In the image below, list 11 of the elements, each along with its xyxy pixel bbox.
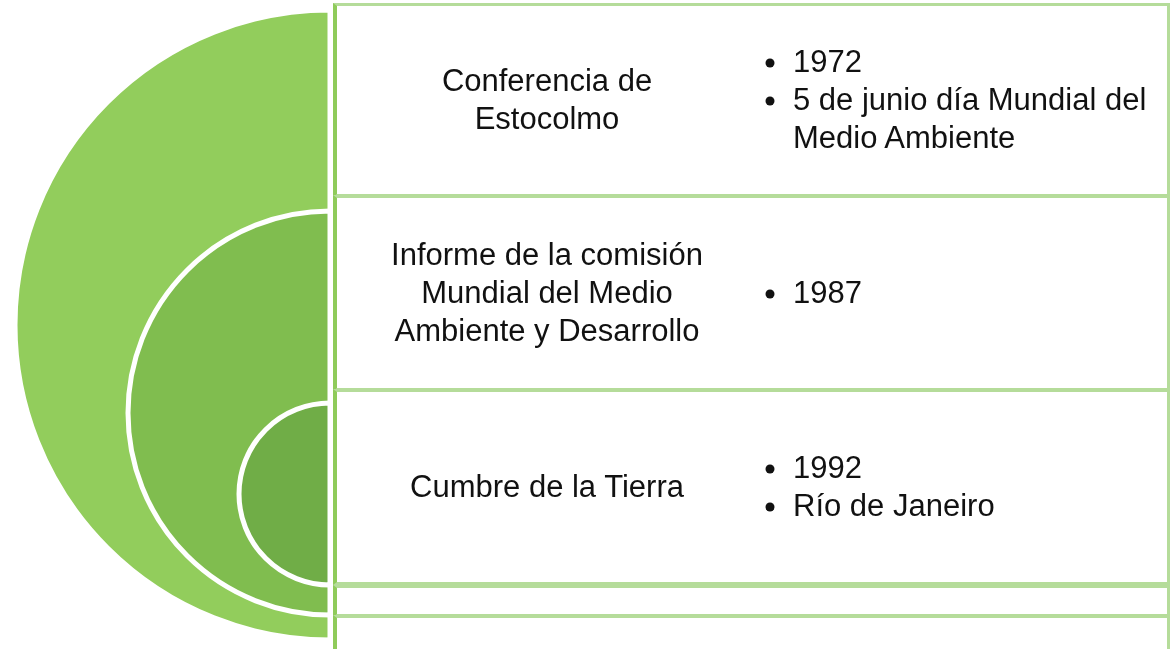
bullet-text: 5 de junio día Mundial del Medio Ambiente xyxy=(793,82,1147,155)
bullet-text: 1972 xyxy=(793,44,862,79)
row-panel xyxy=(333,3,1170,197)
row-panel xyxy=(333,389,1170,585)
bullet-text: 1992 xyxy=(793,450,862,485)
row-heading: Conferencia de Estocolmo xyxy=(440,62,654,138)
row-heading: Cumbre de la Tierra xyxy=(409,468,685,506)
bullet-text: 1987 xyxy=(793,275,862,310)
row-heading: Informe de la comisión Mundial del Medio Ambiente y Desarrollo xyxy=(390,236,704,350)
row-panel xyxy=(333,195,1170,391)
bullet-text: Río de Janeiro xyxy=(793,488,995,523)
